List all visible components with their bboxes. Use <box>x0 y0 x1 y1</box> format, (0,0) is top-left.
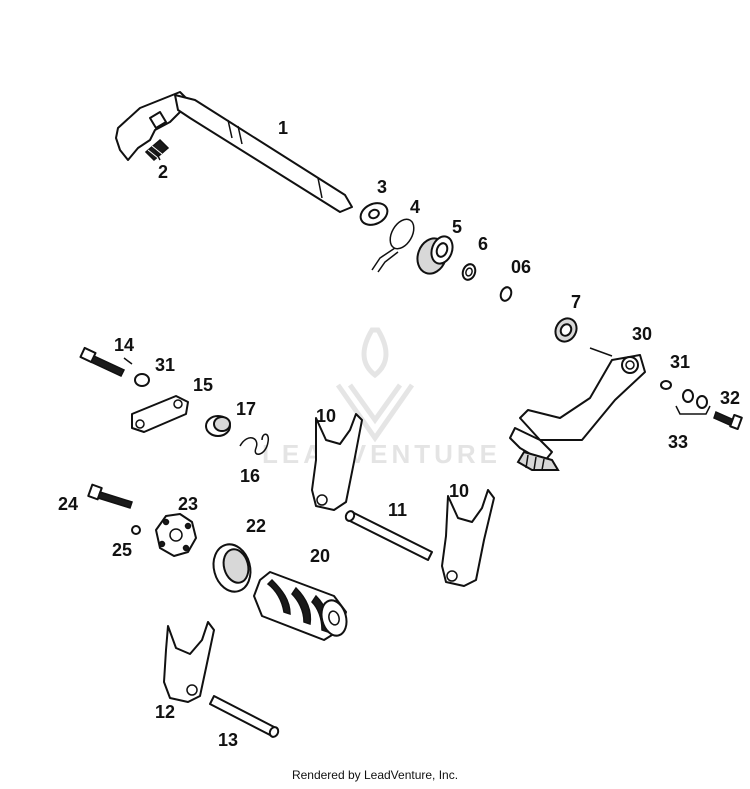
washer-pair-part-33 <box>675 389 711 415</box>
spring-part-16 <box>239 433 270 455</box>
spring-part-2 <box>144 138 170 162</box>
leader-line <box>123 357 133 365</box>
callout-30: 30 <box>632 324 652 344</box>
callout-10-lower: 10 <box>449 481 469 501</box>
callout-13: 13 <box>218 730 238 750</box>
shift-fork-part-10-upper <box>311 413 363 511</box>
rod-part-11 <box>344 510 433 561</box>
shift-drum-part-20 <box>253 571 348 641</box>
roller-part-17 <box>205 415 231 437</box>
arm-part-15 <box>131 395 189 433</box>
callout-15: 15 <box>193 375 213 395</box>
bushing-part-5 <box>416 235 454 275</box>
callout-17: 17 <box>236 399 256 419</box>
washer-part-31-left <box>134 373 150 387</box>
callout-5: 5 <box>452 217 462 237</box>
bolt-part-14 <box>79 346 126 377</box>
rod-part-13 <box>209 695 280 738</box>
shift-lever-part-30 <box>509 347 646 471</box>
callout-31-left: 31 <box>155 355 175 375</box>
bearing-part-22 <box>212 543 252 593</box>
shift-shaft-part <box>115 91 353 213</box>
washer-part-3 <box>359 202 389 226</box>
leader-line <box>154 149 161 161</box>
callout-31-right: 31 <box>670 352 690 372</box>
callout-2: 2 <box>158 162 168 182</box>
callout-22: 22 <box>246 516 266 536</box>
callout-24: 24 <box>58 494 78 514</box>
callout-16: 16 <box>240 466 260 486</box>
callout-6: 6 <box>478 234 488 254</box>
callout-1: 1 <box>278 118 288 138</box>
seal-part-7 <box>554 317 578 343</box>
watermark-text: LEADVENTURE <box>262 439 501 469</box>
callout-10-upper: 10 <box>316 406 336 426</box>
callout-12: 12 <box>155 702 175 722</box>
callout-06: 06 <box>511 257 531 277</box>
callout-11: 11 <box>388 500 407 520</box>
callout-33: 33 <box>668 432 688 452</box>
shift-fork-part-10-lower <box>441 489 495 587</box>
spring-clip-part-4 <box>371 218 415 273</box>
callout-20: 20 <box>310 546 330 566</box>
callout-23: 23 <box>178 494 198 514</box>
callout-7: 7 <box>571 292 581 312</box>
footer-credit: Rendered by LeadVenture, Inc. <box>291 768 459 782</box>
bolt-part-32 <box>713 410 743 431</box>
washer-part-31-right <box>660 380 672 390</box>
shift-star-part-23 <box>155 513 197 557</box>
pin-part-25 <box>131 525 141 535</box>
callout-4: 4 <box>410 197 420 217</box>
ring-part-6 <box>461 263 477 281</box>
callout-3: 3 <box>377 177 387 197</box>
watermark-logo-icon <box>335 327 415 443</box>
o-ring-part-06 <box>499 286 513 302</box>
callout-14: 14 <box>114 335 134 355</box>
screw-part-24 <box>87 483 133 509</box>
shift-fork-part-12 <box>163 621 215 703</box>
callout-32: 32 <box>720 388 740 408</box>
callout-25: 25 <box>112 540 132 560</box>
